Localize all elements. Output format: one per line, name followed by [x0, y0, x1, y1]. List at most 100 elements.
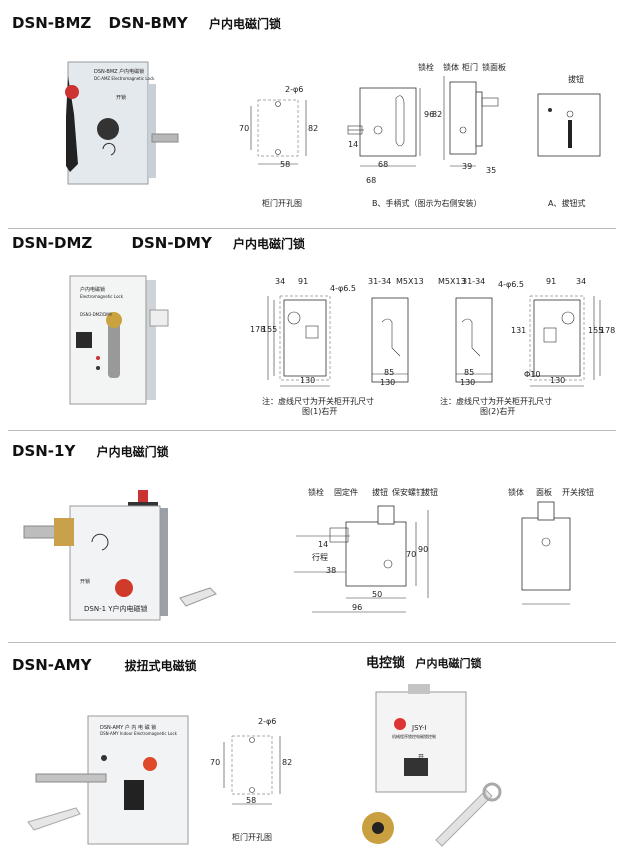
- dmz-mid-top2-1: 31-34: [462, 277, 486, 286]
- bmz-knob-caption: A、拔钮式: [548, 199, 586, 208]
- dmz-right-side-0: 131: [511, 326, 527, 335]
- dsn1y-fig1-dim-0: 14: [318, 540, 329, 549]
- section-4-right-b: 户内电磁门锁: [415, 657, 482, 670]
- dmz-note2-line1: 注：虚线尺寸为开关柜开孔尺寸: [440, 397, 552, 406]
- dmz-mid-bottom-1: 130: [380, 378, 396, 387]
- dmz-note1-line1: 注：虚线尺寸为开关柜开孔尺寸: [262, 397, 374, 406]
- bmz-cutout-h-inner: 70: [239, 124, 250, 133]
- dmz-note2-line2: 图(2)右开: [480, 407, 516, 416]
- dsn1y-photo-btn: 开锁: [80, 579, 91, 585]
- bmz-handle-label-1: 锁体: [443, 63, 459, 72]
- bmz-handle-label-0: 锁栓: [418, 63, 434, 72]
- dsn1y-fig2-label-0: 锁体: [508, 488, 524, 497]
- section-divider: [8, 228, 616, 229]
- bmz-handle-dim-0: 96: [424, 110, 435, 119]
- section-4-right-heading: 电控锁 户内电磁门锁: [366, 652, 482, 671]
- bmz-handle-dim-4: 68: [366, 176, 377, 185]
- dmz-mid-bottom-3: 130: [460, 378, 476, 387]
- amy-cutout-drawing: [223, 735, 281, 805]
- bmz-cutout-h-outer: 82: [308, 124, 319, 133]
- dmz-note1-line2: 图(1)右开: [302, 407, 338, 416]
- section-1-heading: DSN-BMZ DSN-BMY 户内电磁门锁: [12, 14, 281, 32]
- dmz-left-top-2: 4-φ6.5: [330, 284, 356, 293]
- amy-photo-line2: DSN-AMY Indoor Electromagnetic Lock: [100, 731, 177, 736]
- bmz-handle-dim-2: 14: [348, 140, 359, 149]
- dmz-mid-top2-0: M5X13: [438, 277, 466, 286]
- dmz-photo-line3: DSN3-DMZ/DMY: [80, 312, 113, 317]
- dsn1y-photo-label: DSN-1 Y户内电磁锁: [84, 605, 148, 613]
- dmz-left-drawing: [267, 295, 331, 387]
- dsn1y-fig1-dim-6: 96: [352, 603, 363, 612]
- bmz-photo-line2: DC-AMZ Electromagnetic Lock: [94, 76, 155, 81]
- jsy-btn: 开: [418, 754, 425, 761]
- bmz-handle-dim-5: 39: [462, 162, 473, 171]
- dsn1y-fig1-drawing: [294, 505, 429, 613]
- dmz-right-side-1: 155: [588, 326, 604, 335]
- section-1-title: 户内电磁门锁: [209, 17, 282, 31]
- dsn1y-fig1-label-0: 锁栓: [308, 488, 324, 497]
- dmz-mid-bottom-0: 85: [384, 368, 395, 377]
- section-divider: [8, 430, 616, 431]
- jsy-label: JSY-I: [412, 724, 427, 732]
- bmz-cutout-w: 58: [280, 160, 291, 169]
- bmz-cutout-caption: 柜门开孔图: [262, 199, 302, 208]
- dsn1y-fig1-dim-2: 38: [326, 566, 337, 575]
- dsn1y-fig1-dim-1: 行程: [312, 553, 328, 562]
- section-divider: [8, 642, 616, 643]
- amy-photo: [27, 715, 189, 845]
- dmz-left-bottom-0: 130: [300, 376, 316, 385]
- bmz-handle-label-2: 柜门: [462, 63, 478, 72]
- bmz-handle-drawing: [347, 76, 499, 167]
- dsn1y-fig1-label-2: 拔钮: [372, 488, 388, 497]
- bmz-handle-dim-1: 82: [432, 110, 443, 119]
- dmz-photo-line1: 户内电磁锁: [80, 287, 106, 293]
- dsn1y-fig2-drawing: [521, 501, 571, 605]
- section-4-title: 拔扭式电磁锁: [124, 659, 197, 673]
- amy-cutout-caption: 柜门开孔图: [232, 833, 272, 842]
- dmz-photo-line2: Electromagnetic Lock: [80, 294, 124, 299]
- bmz-cutout-holes: 2-φ6: [285, 85, 304, 94]
- bmz-cutout-drawing: [250, 99, 307, 165]
- bmz-handle-caption: B、手柄式（图示为右侧安装）: [372, 199, 482, 208]
- dmz-right-side-2: 178: [600, 326, 616, 335]
- amy-cutout-w: 58: [246, 796, 257, 805]
- bmz-knob-label: 拔钮: [568, 75, 584, 84]
- dmz-right-top-2: 34: [576, 277, 587, 286]
- dsn1y-fig1-dim-5: 90: [418, 545, 429, 554]
- bmz-photo: [65, 61, 179, 185]
- dmz-middle-drawing: [371, 297, 493, 383]
- section-4-heading: DSN-AMY 拔扭式电磁锁: [12, 656, 197, 674]
- dmz-mid-bottom-2: 85: [464, 368, 475, 377]
- amy-photo-line1: DSN-AMY 户 内 电 磁 锁: [100, 725, 157, 731]
- dmz-left-side-1: 155: [262, 325, 278, 334]
- bmz-knob-drawing: [537, 93, 601, 157]
- dsn1y-fig1-label-1: 固定件: [334, 488, 358, 497]
- dmz-right-top-0: 4-φ6.5: [498, 280, 524, 289]
- dmz-right-bottom-0: Φ10: [524, 370, 541, 379]
- model-bmy: DSN-BMY: [108, 14, 188, 32]
- section-4-right-a: 电控锁: [366, 656, 406, 671]
- section-2-heading: DSN-DMZ DSN-DMY 户内电磁门锁: [12, 234, 305, 252]
- section-2-title: 户内电磁门锁: [233, 237, 306, 251]
- model-amy: DSN-AMY: [12, 656, 92, 674]
- jsy-photo: [362, 684, 502, 847]
- dmz-left-side-0: 178: [250, 325, 266, 334]
- dsn1y-fig2-label-2: 开关按钮: [562, 488, 594, 497]
- dsn1y-photo: [23, 490, 217, 621]
- bmz-handle-dim-3: 68: [378, 160, 389, 169]
- dmz-photo: [69, 275, 169, 405]
- dsn1y-fig1-dim-3: 50: [372, 590, 383, 599]
- dmz-mid-top1-0: 31-34: [368, 277, 392, 286]
- dsn1y-fig2-label-1: 面板: [536, 488, 552, 497]
- bmz-handle-label-3: 锁面板: [482, 63, 506, 72]
- model-dsn1y: DSN-1Y: [12, 442, 76, 460]
- section-3-heading: DSN-1Y 户内电磁门锁: [12, 442, 169, 460]
- dmz-left-top-1: 91: [298, 277, 309, 286]
- jsy-sub: 机械程序锁控电磁锁控制: [392, 734, 436, 739]
- dsn1y-fig1-label-4: 拔钮: [422, 488, 438, 497]
- dmz-right-bottom-1: 130: [550, 376, 566, 385]
- section-3-title: 户内电磁门锁: [96, 445, 169, 459]
- dsn1y-fig1-label-3: 保安螺钉: [392, 488, 424, 497]
- bmz-handle-dim-6: 35: [486, 166, 497, 175]
- dsn1y-fig1-dim-4: 70: [406, 550, 417, 559]
